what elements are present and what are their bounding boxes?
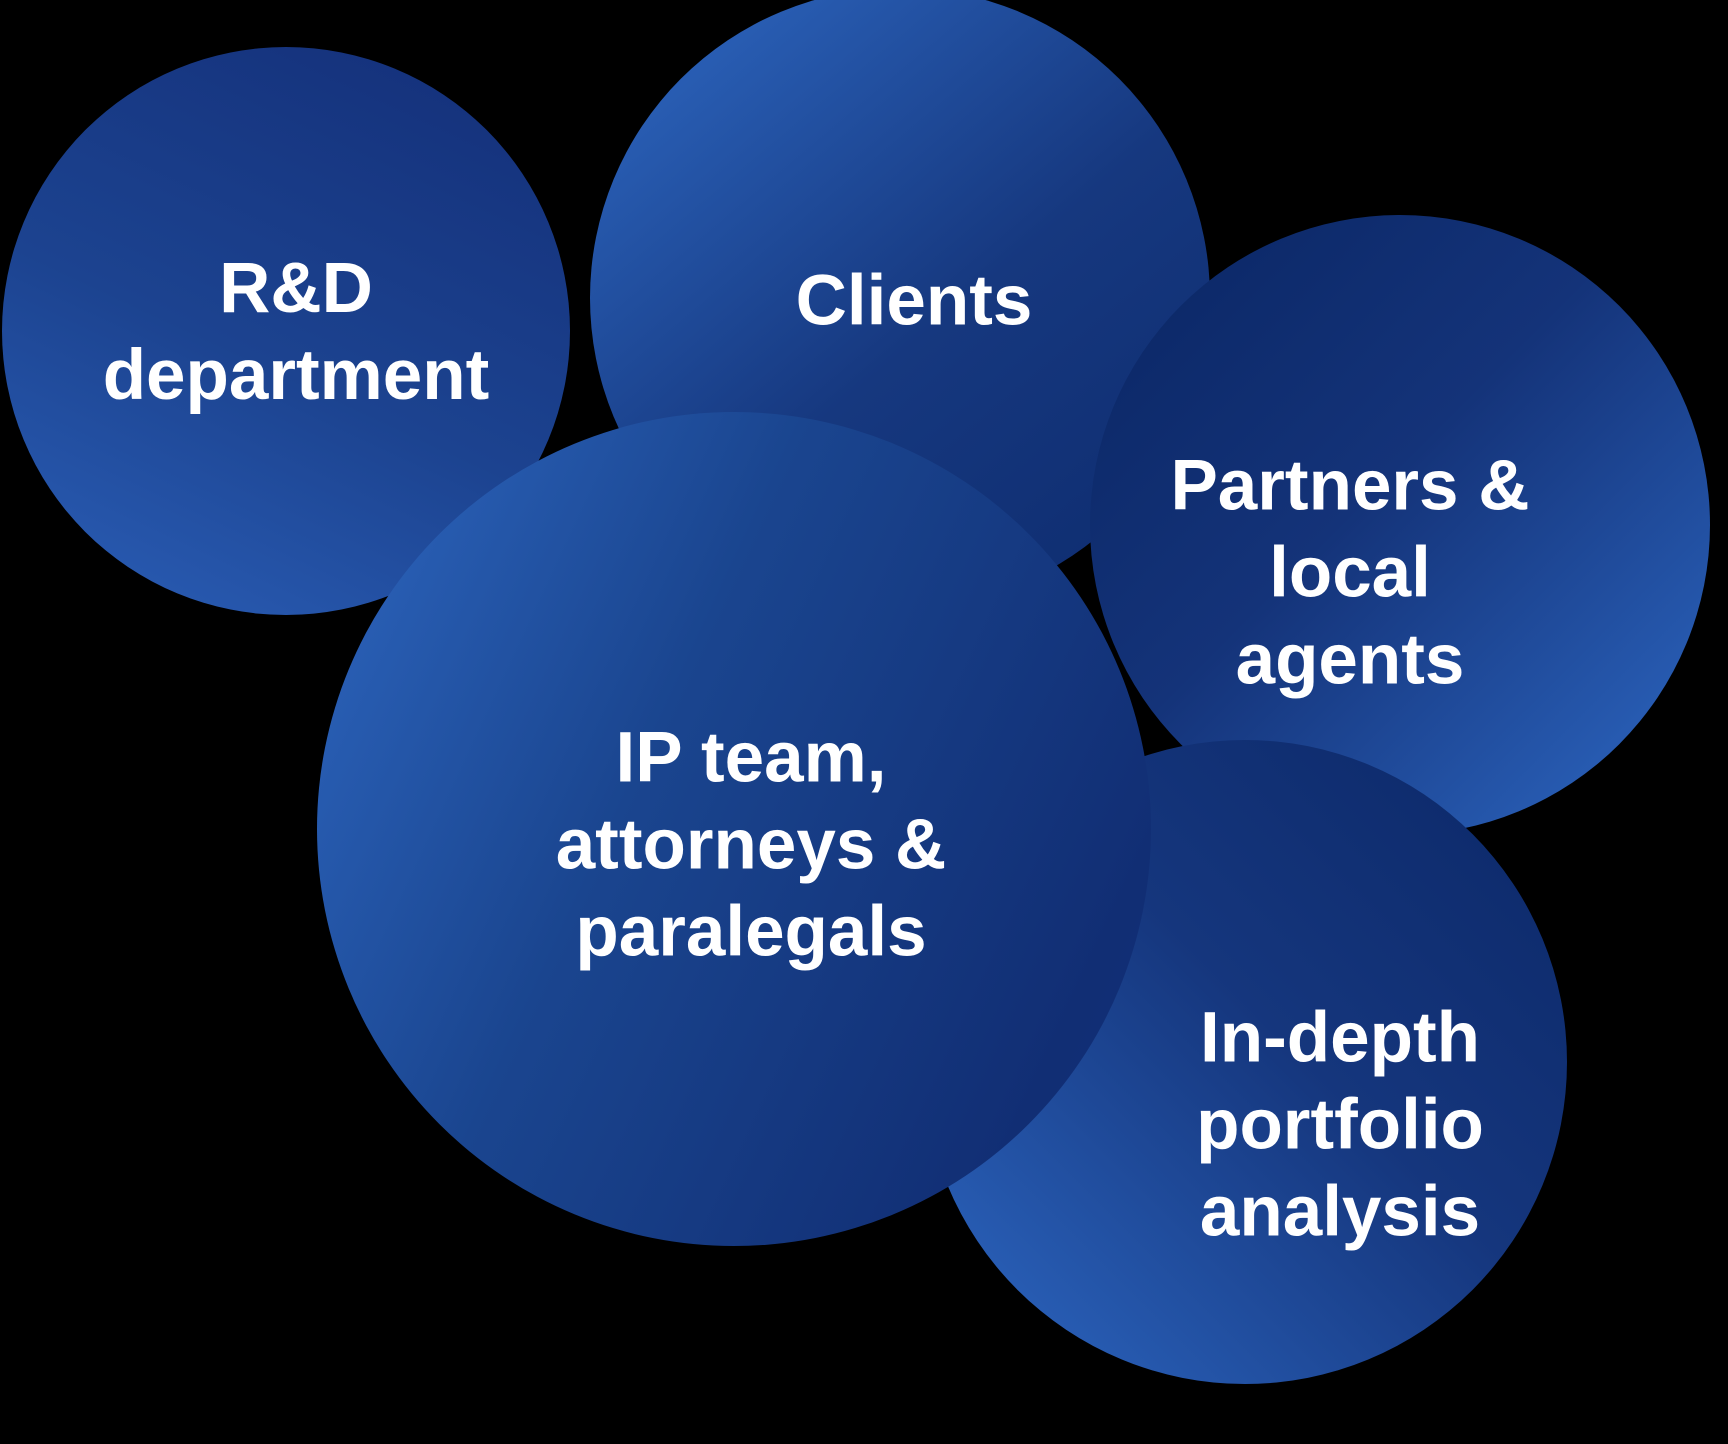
ip-team-attorneys-paralegals-label: IP team, attorneys & paralegals — [555, 718, 947, 972]
partners-local-agents-label: Partners & local agents — [1170, 446, 1530, 700]
in-depth-portfolio-analysis-label: In-depth portfolio analysis — [1196, 998, 1484, 1252]
clients-label: Clients — [795, 261, 1033, 341]
ip-team-attorneys-paralegals-circle — [317, 412, 1151, 1246]
rnd-department-label: R&D department — [102, 249, 490, 415]
partners-local-agents-circle — [1090, 215, 1710, 835]
